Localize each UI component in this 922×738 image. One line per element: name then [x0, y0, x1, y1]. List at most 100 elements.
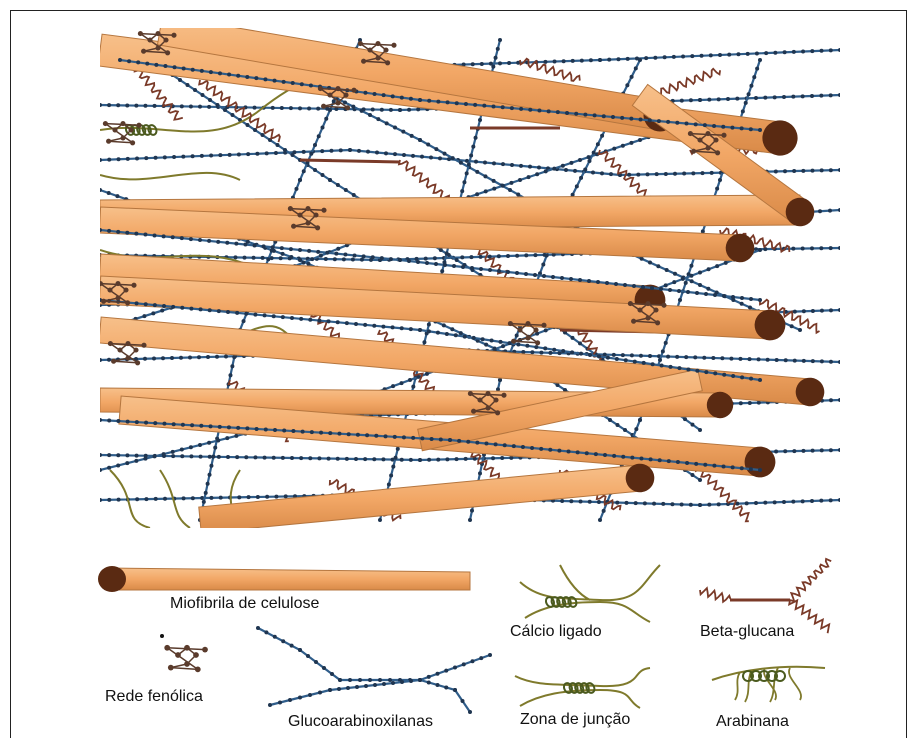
glucoarabinoxylan-chain-bead: [452, 264, 456, 268]
phenolic-node: [163, 37, 168, 42]
glucoarabinoxylan-chain-bead: [606, 356, 610, 360]
glucoarabinoxylan-chain-bead: [630, 75, 634, 79]
glucoarabinoxylan-chain-bead: [652, 502, 656, 506]
glucoarabinoxylan-chain-bead: [300, 82, 304, 86]
glucoarabinoxylan-chain-bead: [118, 58, 122, 62]
glucoarabinoxylan-chain-bead: [384, 151, 388, 155]
glucoarabinoxylan-chain-bead: [519, 107, 523, 111]
glucoarabinoxylan-chain-bead: [354, 457, 358, 461]
glucoarabinoxylan-chain-bead: [695, 291, 699, 295]
phenolic-node: [645, 315, 650, 320]
glucoarabinoxylan-chain-bead: [391, 465, 395, 469]
glucoarabinoxylan-chain-bead: [838, 168, 842, 172]
glucoarabinoxylan-chain-bead: [730, 126, 734, 130]
glucoarabinoxylan-chain-bead: [291, 153, 295, 157]
glucoarabinoxylan-chain-bead: [729, 357, 733, 361]
glucoarabinoxylan-chain-bead: [204, 491, 208, 495]
glucoarabinoxylan-chain-bead: [707, 98, 711, 102]
glucoarabinoxylan-chain-bead: [289, 106, 293, 110]
glucoarabinoxylan-chain-bead: [621, 353, 625, 357]
legend-glucoarabinoxylan-chain-bead: [298, 648, 302, 652]
glucoarabinoxylan-chain-bead: [242, 319, 246, 323]
glucoarabinoxylan-chain-bead: [669, 365, 673, 369]
glucoarabinoxylan-chain-bead: [483, 174, 487, 178]
glucoarabinoxylan-chain-bead: [524, 272, 528, 276]
glucoarabinoxylan-chain-bead: [588, 500, 592, 504]
phenolic-node: [195, 667, 201, 673]
glucoarabinoxylan-chain-bead: [253, 313, 257, 317]
glucoarabinoxylan-chain-bead: [527, 175, 531, 179]
glucoarabinoxylan-chain-bead: [633, 360, 637, 364]
glucoarabinoxylan-chain-bead: [211, 455, 215, 459]
glucoarabinoxylan-chain-bead: [281, 252, 285, 256]
phenolic-node: [193, 652, 199, 658]
glucoarabinoxylan-chain-bead: [418, 328, 422, 332]
glucoarabinoxylan-chain-bead: [649, 457, 653, 461]
glucoarabinoxylan-chain-bead: [551, 275, 555, 279]
glucoarabinoxylan-chain-bead: [469, 154, 473, 158]
glucoarabinoxylan-chain-bead: [171, 305, 175, 309]
glucoarabinoxylan-chain-bead: [443, 152, 447, 156]
glucoarabinoxylan-chain-bead: [564, 168, 568, 172]
phenolic-node: [715, 150, 720, 155]
glucoarabinoxylan-chain-bead: [488, 255, 492, 259]
glucoarabinoxylan-chain-bead: [98, 498, 102, 502]
glucoarabinoxylan-chain-bead: [721, 125, 725, 129]
glucoarabinoxylan-chain-bead: [381, 325, 385, 329]
legend-glucoarabinoxylan-chain-bead: [436, 672, 440, 676]
glucoarabinoxylan-chain-bead: [630, 456, 634, 460]
glucoarabinoxylan-chain-bead: [291, 81, 295, 85]
phenolic-bond: [109, 141, 133, 143]
glucoarabinoxylan-chain-bead: [766, 358, 770, 362]
glucoarabinoxylan-chain-bead: [145, 62, 149, 66]
glucoarabinoxylan-chain-bead: [784, 358, 788, 362]
glucoarabinoxylan-chain-bead: [500, 456, 504, 460]
glucoarabinoxylan-chain-bead: [107, 466, 111, 470]
legend-glucoarabinoxylan-chain-bead: [391, 681, 395, 685]
glucoarabinoxylan-chain-bead: [352, 193, 356, 197]
glucoarabinoxylan-chain-bead: [600, 134, 604, 138]
glucoarabinoxylan-chain-bead: [510, 163, 514, 167]
glucoarabinoxylan-chain-bead: [579, 176, 583, 180]
glucoarabinoxylan-chain-bead: [144, 302, 148, 306]
glucoarabinoxylan-chain-bead: [731, 295, 735, 299]
glucoarabinoxylan-chain-bead: [691, 473, 695, 477]
glucoarabinoxylan-chain-bead: [560, 276, 564, 280]
glucoarabinoxylan-chain-bead: [754, 501, 758, 505]
glucoarabinoxylan-chain-bead: [740, 466, 744, 470]
phenolic-node: [541, 323, 546, 328]
phenolic-node: [335, 100, 340, 105]
glucoarabinoxylan-chain-bead: [623, 428, 627, 432]
glucoarabinoxylan-chain-bead: [425, 261, 429, 265]
glucoarabinoxylan-chain-bead: [125, 453, 129, 457]
glucoarabinoxylan-chain-bead: [189, 454, 193, 458]
glucoarabinoxylan-chain-bead: [324, 257, 328, 261]
glucoarabinoxylan-chain-bead: [473, 103, 477, 107]
glucoarabinoxylan-chain-bead: [717, 502, 721, 506]
glucoarabinoxylan-chain-bead: [265, 151, 269, 155]
glucoarabinoxylan-chain-bead: [689, 264, 693, 268]
glucoarabinoxylan-chain-bead: [466, 440, 470, 444]
glucoarabinoxylan-chain-bead: [749, 377, 753, 381]
glucoarabinoxylan-chain-bead: [706, 287, 710, 291]
glucoarabinoxylan-chain-bead: [689, 274, 693, 278]
glucoarabinoxylan-chain-bead: [758, 298, 762, 302]
phenolic-node: [485, 405, 490, 410]
glucoarabinoxylan-chain-bead: [171, 454, 175, 458]
glucoarabinoxylan-chain-bead: [678, 298, 682, 302]
phenolic-node: [628, 301, 633, 306]
glucoarabinoxylan-chain-bead: [611, 115, 615, 119]
glucoarabinoxylan-chain-bead: [440, 269, 444, 273]
glucoarabinoxylan-chain-bead: [189, 445, 193, 449]
legend-glucoarabinoxylan-chain-bead: [268, 703, 272, 707]
glucoarabinoxylan-chain-bead: [748, 401, 752, 405]
phenolic-node: [315, 225, 320, 230]
glucoarabinoxylan-chain-bead: [731, 465, 735, 469]
glucoarabinoxylan-chain-bead: [381, 457, 385, 461]
glucoarabinoxylan-chain-bead: [179, 356, 183, 360]
glucoarabinoxylan-chain-bead: [309, 83, 313, 87]
glucoarabinoxylan-chain-bead: [638, 58, 642, 62]
glucoarabinoxylan-chain-bead: [615, 357, 619, 361]
legend-glucoarabinoxylan-chain-bead: [290, 644, 294, 648]
glucoarabinoxylan-chain-bead: [454, 333, 458, 337]
